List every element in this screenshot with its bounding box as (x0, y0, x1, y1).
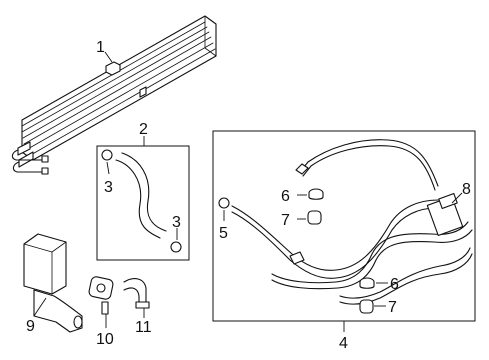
callout-3-bottom: 3 (172, 214, 181, 231)
callout-1: 1 (96, 39, 105, 56)
callout-2: 2 (139, 121, 148, 138)
callout-7-top: 7 (281, 212, 290, 229)
callout-10: 10 (96, 331, 114, 348)
callout-11: 11 (135, 319, 152, 336)
callout-6-bottom: 6 (390, 276, 399, 293)
callout-3-top: 3 (104, 179, 113, 196)
callout-7-bottom: 7 (388, 299, 397, 316)
callout-6-top: 6 (281, 188, 290, 205)
elbow-hose (123, 278, 150, 309)
callout-9: 9 (26, 318, 35, 335)
callout-8: 8 (462, 181, 471, 198)
callout-5: 5 (219, 225, 228, 242)
tube-assembly (218, 139, 473, 314)
callout-4: 4 (339, 335, 348, 352)
oil-cooler (11, 15, 217, 175)
flange (88, 276, 114, 315)
bracket (23, 233, 83, 333)
leader-lines (33, 51, 463, 332)
hose-detail-frame (96, 145, 190, 261)
hose (101, 149, 182, 253)
